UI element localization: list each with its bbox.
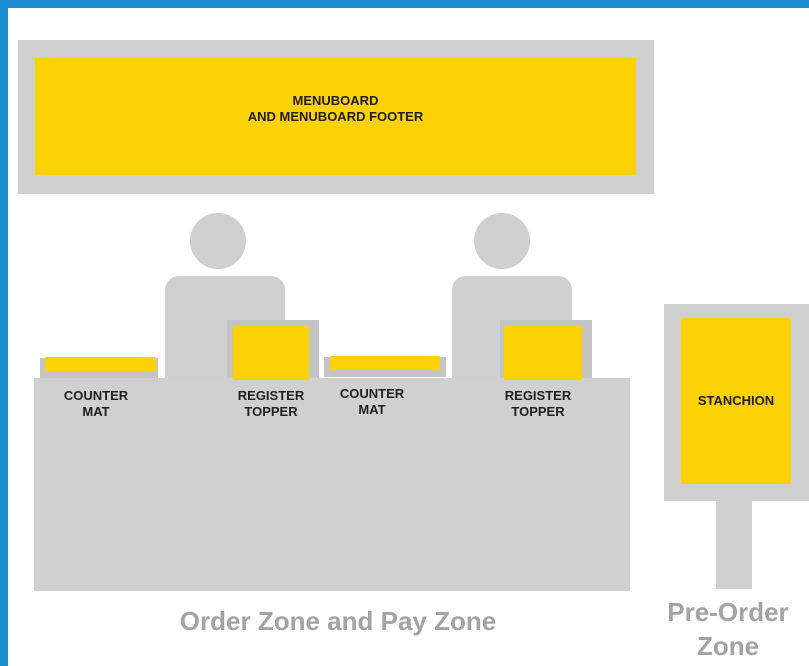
cashier-2-head	[474, 213, 530, 269]
counter-mat-1-label: COUNTER MAT	[63, 388, 129, 419]
cashier-1-head	[190, 213, 246, 269]
register-topper-1	[233, 326, 309, 380]
menuboard-label-line2: AND MENUBOARD FOOTER	[247, 109, 424, 124]
register-topper-2-label: REGISTER TOPPER	[504, 388, 572, 419]
stanchion-label: STANCHION	[697, 393, 775, 408]
register-topper-2	[504, 326, 582, 380]
order-pay-zone-label: Order Zone and Pay Zone	[179, 606, 497, 636]
stanchion-post	[716, 501, 752, 589]
menuboard: MENUBOARD AND MENUBOARD FOOTER	[35, 58, 636, 175]
counter-mat-1	[45, 357, 156, 371]
counter	[34, 378, 630, 591]
menuboard-label-line1: MENUBOARD	[292, 93, 379, 108]
counter-mat-2-label: COUNTER MAT	[339, 386, 405, 417]
register-topper-1-label: REGISTER TOPPER	[237, 388, 305, 419]
pre-order-zone-label: Pre-Order Zone	[667, 597, 789, 661]
stanchion-sign: STANCHION	[681, 318, 791, 484]
counter-mat-2	[330, 356, 440, 370]
